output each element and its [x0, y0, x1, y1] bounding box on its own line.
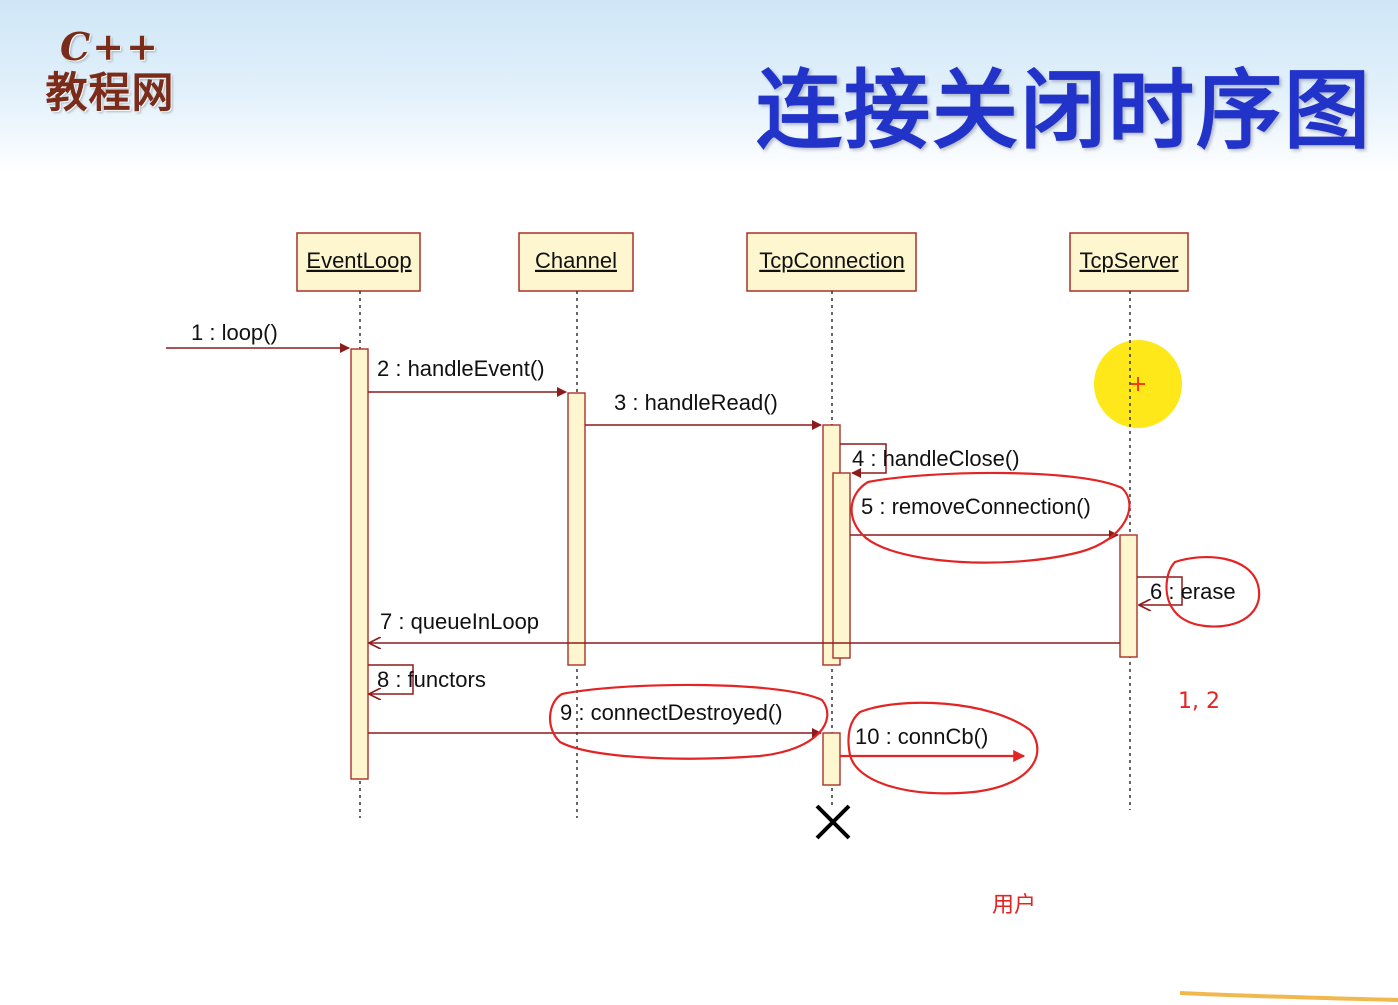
message-9: 9 : connectDestroyed() — [368, 700, 822, 738]
activation-tcpconnection-late — [822, 732, 841, 786]
message-1: 1 : loop() — [166, 320, 350, 353]
pointer-highlight — [1094, 340, 1182, 428]
message-8: 8 : functors — [368, 664, 486, 694]
activation-tcpserver — [1119, 534, 1138, 658]
lifeline-name: EventLoop — [306, 248, 411, 273]
message-6: 6 : erase — [1137, 576, 1236, 605]
message-label: 8 : functors — [377, 667, 486, 692]
message-label: 2 : handleEvent() — [377, 356, 545, 381]
message-arrow — [368, 664, 414, 694]
page-title: 连接关闭时序图 — [756, 61, 1372, 161]
annotation-circles — [549, 471, 1261, 795]
lifeline-eventloop: EventLoop — [296, 232, 421, 818]
message-2: 2 : handleEvent() — [368, 356, 567, 397]
highlight-circle-message-5 — [850, 471, 1131, 564]
lifeline-head — [746, 232, 917, 292]
lifeline-tcpserver: TcpServer — [1069, 232, 1189, 810]
x-mark-icon — [815, 804, 851, 840]
message-label: 3 : handleRead() — [614, 390, 778, 415]
lifeline-head — [296, 232, 421, 292]
activation-eventloop — [350, 348, 369, 780]
message-label: 1 : loop() — [191, 320, 278, 345]
handwritten-user-note: 用户 — [992, 893, 1036, 918]
lifeline-name: TcpConnection — [759, 248, 905, 273]
lifeline-head — [518, 232, 634, 292]
lifeline-name: Channel — [535, 248, 617, 273]
highlight-circle-message-10 — [847, 701, 1039, 795]
message-label: 4 : handleClose() — [852, 446, 1020, 471]
header-banner — [0, 0, 1398, 175]
message-label: 6 : erase — [1150, 579, 1236, 604]
logo-line-1: C++ — [60, 24, 160, 69]
lifeline-tcpconnection: TcpConnection — [746, 232, 917, 805]
activation-channel — [567, 392, 586, 666]
message-label: 10 : connCb() — [855, 724, 988, 749]
message-4: 4 : handleClose() — [840, 443, 1020, 478]
message-3: 3 : handleRead() — [585, 390, 822, 430]
handwritten-number-note: 1, 2 — [1178, 689, 1220, 714]
message-arrow — [840, 443, 887, 478]
crosshair-icon — [1131, 377, 1145, 391]
lifeline-name: TcpServer — [1079, 248, 1178, 273]
highlight-circle-message-9 — [549, 683, 829, 760]
logo-line-2: 教程网 — [45, 68, 175, 117]
message-arrow — [1137, 576, 1183, 605]
highlight-circle-message-6 — [1165, 556, 1261, 628]
site-logo[interactable]: C++ 教程网 — [30, 26, 190, 118]
lifeline-head — [1069, 232, 1189, 292]
message-label: 9 : connectDestroyed() — [560, 700, 783, 725]
message-7: 7 : queueInLoop — [370, 609, 1120, 643]
lifeline-channel: Channel — [518, 232, 634, 818]
pencil-stroke — [1179, 991, 1398, 1002]
message-5: 5 : removeConnection() — [850, 494, 1119, 540]
message-10: 10 : connCb() — [840, 724, 1026, 762]
message-label: 5 : removeConnection() — [861, 494, 1091, 519]
activation-tcpconnection-nested — [832, 472, 851, 659]
message-label: 7 : queueInLoop — [380, 609, 539, 634]
